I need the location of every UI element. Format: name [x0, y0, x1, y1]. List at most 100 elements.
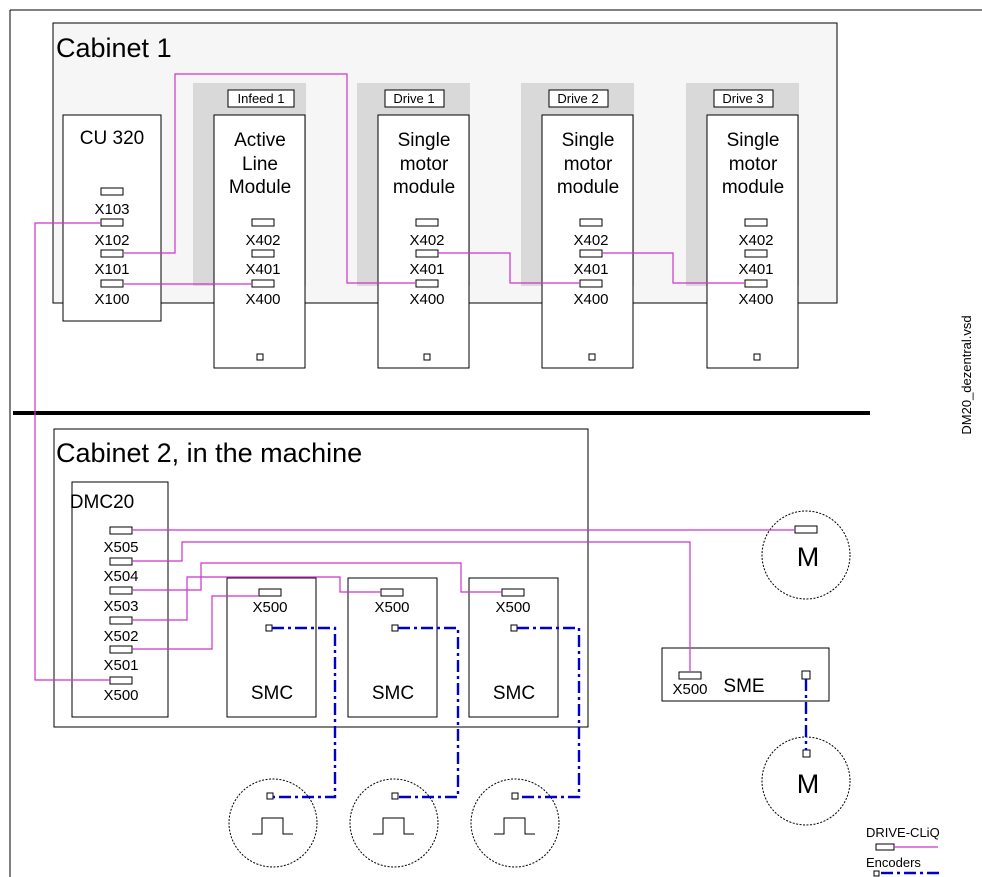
dmc20-port-label: X500	[103, 687, 138, 704]
dmc20-port-label: X503	[103, 598, 138, 615]
file-name-label: DM20_dezentral.vsd	[959, 315, 974, 434]
drive-1-port-label: X402	[409, 232, 444, 249]
infeed-title-line: Module	[229, 177, 291, 198]
encoder-3-pulse-icon	[494, 817, 535, 835]
encoder-1-circle	[228, 778, 318, 868]
dmc20-port-label: X502	[103, 628, 138, 645]
motor-1-circle	[761, 510, 851, 600]
dmc20-port-x503-connector	[109, 586, 133, 595]
drive-2-port-x400-connector	[579, 279, 603, 288]
infeed-port-x402-connector	[251, 218, 275, 227]
infeed-status-led	[256, 353, 264, 361]
drive-cliq-drive2-to-drive3	[602, 252, 745, 284]
cu320-port-x100-connector	[100, 279, 124, 288]
drive-3-title-line: motor	[729, 154, 778, 175]
smc-module-3: X500 SMC	[468, 577, 559, 718]
drive-3-tab-label: Drive 3	[722, 91, 763, 106]
motor-2-label: M	[797, 769, 820, 799]
drive-3-port-x402-connector	[744, 218, 768, 227]
encoder-3-circle	[470, 778, 560, 868]
cu320-port-label: X103	[94, 201, 129, 218]
smc-3-encoder-port	[510, 624, 518, 632]
infeed-tab-label: Infeed 1	[238, 91, 285, 106]
cu320-port-label: X101	[94, 261, 129, 278]
drive-2-port-x401-connector	[579, 249, 603, 258]
smc-3-title: SMC	[493, 683, 535, 704]
drive-3-title-line: module	[722, 177, 784, 198]
infeed-title-line: Line	[242, 154, 278, 175]
drive-1-title-line: module	[393, 177, 455, 198]
smc-3-port-label: X500	[495, 599, 530, 616]
drive-3-title-line: Single	[727, 130, 780, 151]
dmc20-port-x500-connector	[109, 676, 133, 685]
encoder-line-smc1	[272, 626, 337, 799]
infeed-port-x401-connector	[251, 249, 275, 258]
encoder-2-pulse-icon	[373, 817, 414, 835]
drive-cliq-wiring	[34, 73, 795, 681]
drive-3-status-led	[753, 353, 761, 361]
motor-1: M	[761, 510, 851, 600]
drive-1-tab	[384, 89, 445, 108]
encoder-2-port	[391, 792, 399, 800]
legend-drive-cliq-connector	[875, 843, 895, 851]
encoder-1-port	[266, 792, 274, 800]
sme-port-label: X500	[672, 681, 707, 698]
smc-2-box	[347, 577, 438, 718]
drive-cliq-cu-to-dmc20	[34, 222, 110, 681]
legend-encoders-label: Encoders	[866, 855, 921, 870]
drive-module-3: Drive 3 Single motor module X402 X401 X4…	[686, 83, 799, 369]
encoder-3	[470, 778, 560, 868]
drive-2-port-x402-connector	[579, 218, 603, 227]
infeed-port-x400-connector	[251, 279, 275, 288]
drive-2-port-label: X401	[573, 261, 608, 278]
encoder-line-smc2	[398, 626, 460, 799]
infeed-tab	[227, 89, 295, 108]
dmc20-module: DMC20 X505 X504 X503 X502 X501 X500	[70, 481, 169, 718]
drive-cliq-drive1-to-drive2	[438, 252, 580, 284]
drive-2-title-line: Single	[562, 130, 615, 151]
drive-3-port-label: X401	[738, 261, 773, 278]
dmc20-port-x501-connector	[109, 645, 133, 654]
drive-3-port-label: X400	[738, 291, 773, 308]
encoder-3-port	[511, 792, 519, 800]
drive-3-port-x401-connector	[744, 249, 768, 258]
drive-1-port-x402-connector	[415, 218, 439, 227]
drive-1-tab-label: Drive 1	[393, 91, 434, 106]
drive-1-title-line: motor	[400, 154, 449, 175]
cu320-port-x101-connector	[100, 249, 124, 258]
smc-2-port-connector	[380, 588, 404, 597]
smc-3-box	[468, 577, 559, 718]
dmc20-port-label: X504	[103, 568, 138, 585]
drive-cliq-cu-to-drive1	[124, 73, 416, 284]
drive-2-title-line: motor	[564, 154, 613, 175]
sme-module: X500 SME	[661, 647, 830, 702]
motor-1-label: M	[797, 542, 820, 572]
drive-2-port-label: X402	[573, 232, 608, 249]
smc-1-port-connector	[258, 588, 282, 597]
infeed-port-label: X400	[245, 291, 280, 308]
drive-cliq-dmc-to-smc3	[132, 562, 502, 593]
dmc20-port-x504-connector	[109, 557, 133, 566]
sme-title: SME	[723, 676, 764, 697]
infeed-title-line: Active	[234, 130, 286, 151]
cabinet-1-title: Cabinet 1	[56, 33, 172, 63]
encoder-1	[228, 778, 318, 868]
smc-module-2: X500 SMC	[347, 577, 438, 718]
infeed-port-label: X402	[245, 232, 280, 249]
infeed-port-label: X401	[245, 261, 280, 278]
drive-2-title-line: module	[557, 177, 619, 198]
infeed-box	[213, 114, 306, 369]
motor-1-connector	[794, 525, 818, 534]
dmc20-port-label: X505	[103, 539, 138, 556]
drive-3-port-x400-connector	[744, 279, 768, 288]
smc-1-box	[226, 577, 317, 718]
drive-1-box	[377, 114, 470, 369]
cu320-module: CU 320 X103 X102 X101 X100	[62, 114, 162, 322]
drive-3-tab	[713, 89, 774, 108]
smc-1-port-label: X500	[252, 599, 287, 616]
drive-1-port-label: X400	[409, 291, 444, 308]
encoder-wiring	[272, 626, 808, 799]
sme-encoder-port	[801, 670, 811, 680]
